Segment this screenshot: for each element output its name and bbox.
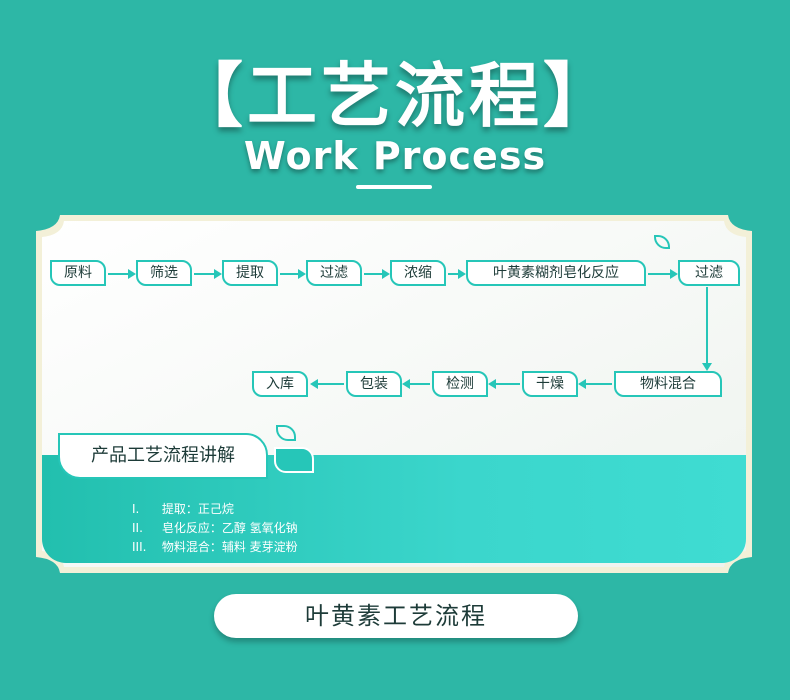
note-number: III. <box>132 540 147 554</box>
arrow-right <box>194 269 222 279</box>
title-underline <box>356 185 432 189</box>
arrow-left <box>402 379 430 389</box>
arrow-right <box>108 269 136 279</box>
leaf-decoration <box>274 447 314 473</box>
arrow-right <box>448 269 466 279</box>
arrow-right <box>648 269 678 279</box>
step-filtration: 过滤 <box>306 260 362 286</box>
process-card: 原料 筛选 提取 过滤 浓缩 叶黄素糊剂皂化反应 过滤 物料混合 干燥 检测 包… <box>36 215 752 573</box>
leaf-decoration <box>276 425 296 441</box>
step-mixing: 物料混合 <box>614 371 722 397</box>
note-number: II. <box>132 521 143 535</box>
arrow-right <box>280 269 306 279</box>
note-item: I. 提取：正己烷 <box>132 501 234 517</box>
arrow-left <box>310 379 344 389</box>
arrow-left <box>578 379 612 389</box>
step-concentration: 浓缩 <box>390 260 446 286</box>
page-title: 【工艺流程】 <box>173 55 617 137</box>
note-text: 物料混合：辅料 麦芽淀粉 <box>161 540 298 554</box>
step-filtration-2: 过滤 <box>678 260 740 286</box>
note-item: III. 物料混合：辅料 麦芽淀粉 <box>132 539 298 555</box>
step-packaging: 包装 <box>346 371 402 397</box>
note-number: I. <box>132 502 140 516</box>
note-item: II. 皂化反应：乙醇 氢氧化钠 <box>132 520 298 536</box>
arrow-down <box>702 287 712 371</box>
note-text: 皂化反应：乙醇 氢氧化钠 <box>161 521 298 535</box>
note-text: 提取：正己烷 <box>161 502 234 516</box>
step-storage: 入库 <box>252 371 308 397</box>
step-raw-material: 原料 <box>50 260 106 286</box>
arrow-left <box>488 379 520 389</box>
step-testing: 检测 <box>432 371 488 397</box>
section-subtitle: 产品工艺流程讲解 <box>58 433 268 479</box>
step-screening: 筛选 <box>136 260 192 286</box>
footer-label: 叶黄素工艺流程 <box>214 594 578 638</box>
arrow-right <box>364 269 390 279</box>
step-extraction: 提取 <box>222 260 278 286</box>
step-saponification: 叶黄素糊剂皂化反应 <box>466 260 646 286</box>
leaf-decoration <box>654 235 670 249</box>
step-drying: 干燥 <box>522 371 578 397</box>
page-subtitle-en: Work Process <box>243 134 547 178</box>
